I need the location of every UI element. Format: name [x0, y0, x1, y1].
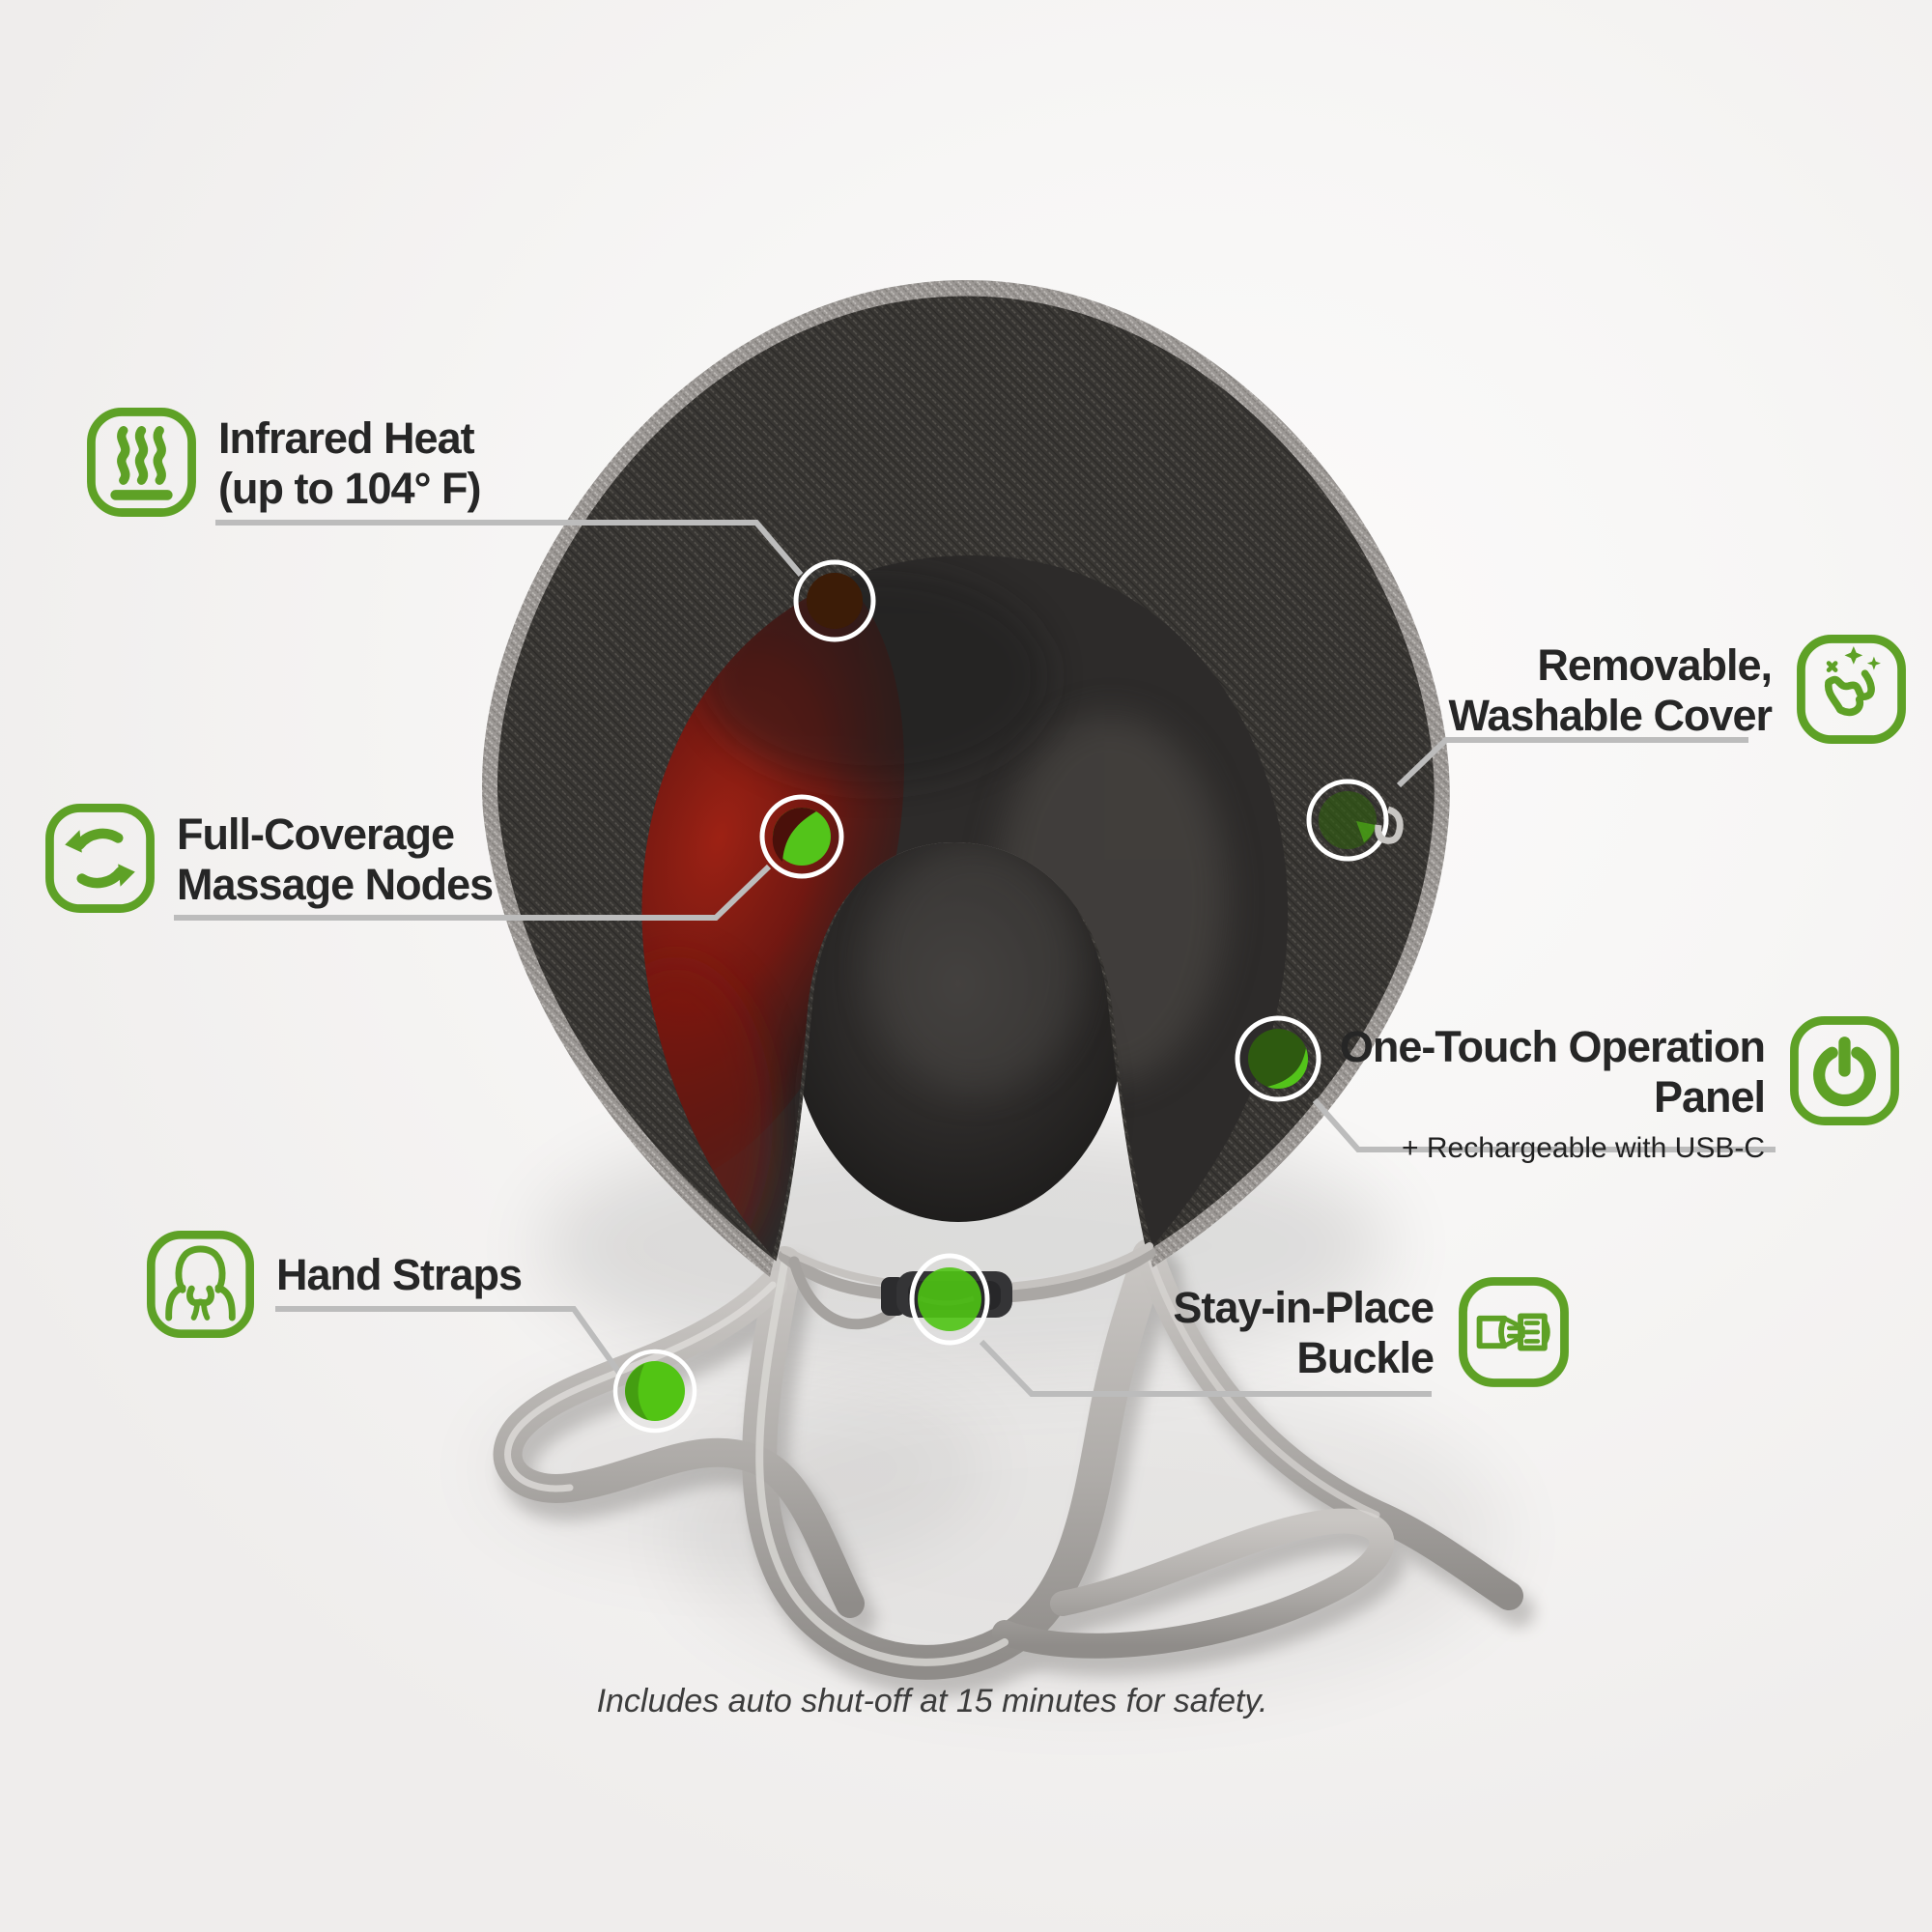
callout-line-buckle	[979, 1339, 1432, 1397]
feature-subtitle: + Rechargeable with USB-C	[1401, 1132, 1765, 1164]
buckle-straps	[778, 1242, 1156, 1330]
feature-label-infrared-heat: Infrared Heat (up to 104° F)	[85, 406, 481, 519]
feature-title-line: Hand Straps	[276, 1250, 523, 1299]
callout-line-infrared	[215, 520, 804, 577]
feature-label-washable-cover: Removable, Washable Cover	[1449, 633, 1908, 746]
feature-title-line: Removable,	[1537, 640, 1773, 690]
feature-title-line: One-Touch Operation	[1339, 1022, 1766, 1071]
feature-title-line: Stay-in-Place	[1173, 1283, 1435, 1332]
feature-label-hand-straps: Hand Straps	[145, 1229, 523, 1340]
feature-title-line: Buckle	[1296, 1333, 1435, 1382]
callout-line-cover	[1396, 737, 1748, 788]
feature-title-line: Full-Coverage	[177, 810, 455, 859]
callout-line-massage	[174, 864, 772, 921]
feature-title-line: (up to 104° F)	[218, 464, 481, 513]
feature-title-line: Infrared Heat	[218, 413, 475, 463]
feature-title-line: Panel	[1653, 1072, 1766, 1122]
sparkle-clean-icon	[1797, 635, 1906, 744]
buckle-marker	[909, 1253, 990, 1346]
feature-title-line: Massage Nodes	[177, 860, 494, 909]
massage-nodes-marker	[759, 794, 844, 879]
zipper-pull	[1375, 806, 1404, 844]
feature-label-operation-panel: One-Touch Operation Panel + Rechargeable…	[1340, 1014, 1901, 1165]
hole-highlight	[869, 840, 1082, 1092]
feature-label-massage-nodes: Full-Coverage Massage Nodes	[43, 802, 494, 915]
callout-line-panel	[1312, 1098, 1776, 1152]
side-release-buckle-icon	[1459, 1277, 1569, 1387]
infrared-heat-marker	[793, 559, 876, 642]
person-wearing-pillow-icon	[147, 1231, 254, 1338]
washable-cover-marker	[1306, 779, 1404, 862]
callout-line-straps	[275, 1306, 622, 1375]
safety-footnote: Includes auto shut-off at 15 minutes for…	[596, 1683, 1268, 1719]
operation-panel-marker	[1235, 1015, 1321, 1102]
feature-title-line: Washable Cover	[1448, 691, 1773, 740]
heat-waves-icon	[87, 408, 196, 517]
power-icon	[1790, 1016, 1899, 1125]
feature-label-buckle: Stay-in-Place Buckle	[1173, 1275, 1571, 1389]
hand-strap-marker	[612, 1349, 697, 1434]
cycle-arrows-icon	[45, 804, 155, 913]
